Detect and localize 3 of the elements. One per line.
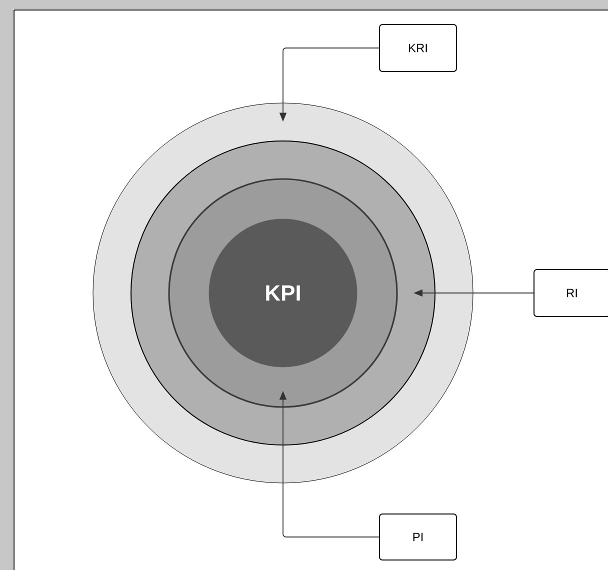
label-box: PI [379,514,457,560]
label-box: RI [534,269,608,317]
label-box: KRI [379,24,457,72]
